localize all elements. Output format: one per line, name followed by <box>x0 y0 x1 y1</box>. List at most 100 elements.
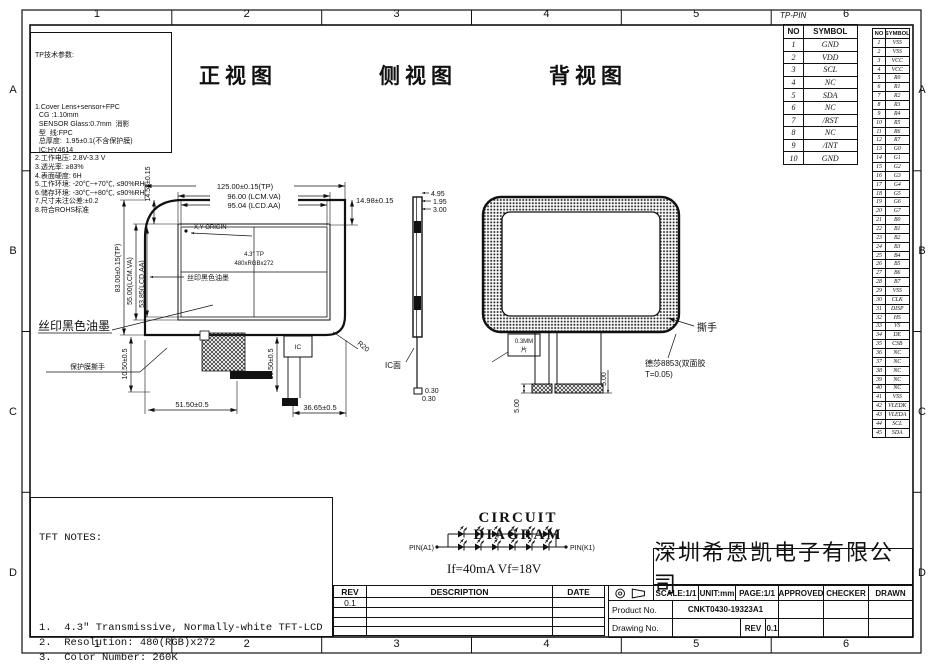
pin-number-cell: 7 <box>784 114 804 128</box>
lcd-pin-header-symbol: SYMBOL <box>886 29 910 39</box>
pin-symbol-cell: G7 <box>886 207 910 217</box>
pin-number-cell: 37 <box>873 357 886 367</box>
tft-notes-title: TFT NOTES: <box>39 532 103 544</box>
pin-symbol-cell: B5 <box>886 260 910 270</box>
circuit-diagram: PIN(A1) PIN(K1) <box>409 526 595 552</box>
pin-symbol-cell: VS <box>886 322 910 332</box>
pin-symbol-cell: SDA <box>886 428 910 438</box>
row-label: B <box>918 245 926 258</box>
pin-symbol-cell: VSS <box>886 287 910 296</box>
pin-number-cell: 11 <box>873 127 886 137</box>
pin-number-cell: 1 <box>873 39 886 48</box>
scale-cell: SCALE:1/1 <box>654 586 699 601</box>
column-label: 2 <box>243 638 250 650</box>
side-dim-2: 1.95 <box>433 199 447 206</box>
pin-symbol-cell: GND <box>804 152 858 165</box>
pin-number-cell: 4 <box>873 65 886 75</box>
row-label: A <box>918 84 926 97</box>
tp-note-line: 5.工作环境: -20℃~+70℃, ≤90%RH <box>35 181 145 189</box>
tp-note-line: 3.透光率: ≥83% <box>35 163 84 171</box>
side-dim-1: 4.95 <box>431 191 445 198</box>
back-dim-1: 5.00 <box>514 399 521 413</box>
description-cell <box>367 598 553 608</box>
pin-number-cell: 39 <box>873 375 886 385</box>
tear-tab-label: 撕手 <box>697 321 717 334</box>
pin-symbol-cell: CLK <box>886 295 910 305</box>
pin-number-cell: 19 <box>873 198 886 208</box>
pin-number-cell: 8 <box>873 101 886 110</box>
pin-symbol-cell: VCC <box>886 65 910 75</box>
pin-number-cell: 45 <box>873 428 886 438</box>
lcd-pin-table: NO SYMBOL 1 VSS 2 VSS 3 VCC 4 VCC 5 R0 6… <box>872 28 910 438</box>
tp-pin-header-no: NO <box>784 25 804 39</box>
pin-number-cell: 43 <box>873 411 886 420</box>
row-label: C <box>9 405 17 418</box>
corner-radius-label: R20 <box>356 340 370 354</box>
panel-size-label: 4.3" TP <box>244 252 264 258</box>
pin-symbol-cell: B6 <box>886 269 910 279</box>
pin-number-cell: 7 <box>873 92 886 102</box>
dim-fpc-left: 51.50±0.5 <box>175 400 208 409</box>
pin-number-cell: 23 <box>873 233 886 243</box>
tape-label-2: T=0.05) <box>645 370 673 379</box>
pin-number-cell: 5 <box>784 89 804 102</box>
pin-symbol-cell: G2 <box>886 163 910 172</box>
circuit-spec: If=40mA Vf=18V <box>447 561 542 576</box>
pin-number-cell: 6 <box>873 83 886 93</box>
pin-number-cell: 12 <box>873 136 886 146</box>
pin-number-cell: 21 <box>873 216 886 226</box>
rev-value: 0.1 <box>334 598 367 608</box>
checker-cell <box>824 601 869 619</box>
pin-symbol-cell: HS <box>886 313 910 323</box>
dim-fpc-height: 10.50±0.5 <box>268 348 275 379</box>
tp-pin-header-symbol: SYMBOL <box>804 25 858 39</box>
pin-symbol-cell: SCL <box>886 419 910 429</box>
rev-label: REV <box>741 619 766 638</box>
tp-note-line: SENSOR Glass:0.7mm 消影 <box>35 120 130 128</box>
row-label: D <box>918 566 926 579</box>
tp-notes-title: TP技术参数: <box>35 52 74 60</box>
pin-symbol-cell: G5 <box>886 189 910 199</box>
ic-box-label: IC <box>295 344 302 351</box>
row-label: C <box>918 405 926 418</box>
pin-number-cell: 15 <box>873 163 886 172</box>
pin-number-cell: 36 <box>873 349 886 358</box>
pin-symbol-cell: VDD <box>804 51 858 65</box>
column-label: 3 <box>393 638 400 650</box>
pin-symbol-cell: SDA <box>804 89 858 102</box>
title-block: SCALE:1/1 UNIT:mm PAGE:1/1 APPROVED CHEC… <box>608 585 913 638</box>
tp-note-line: CG :1.10mm <box>35 112 79 120</box>
projection-symbol-cell <box>609 586 654 601</box>
row-label: B <box>9 245 17 258</box>
approved-header: APPROVED <box>779 586 824 601</box>
column-label: 5 <box>693 8 700 20</box>
dim-tp-height: 83.00±0.15(TP) <box>115 244 122 293</box>
pin-number-cell: 29 <box>873 287 886 296</box>
pin-symbol-cell: VSS <box>886 39 910 48</box>
pin-symbol-cell: R2 <box>886 92 910 102</box>
side-dim-5: 0.30 <box>422 396 436 403</box>
column-label: 2 <box>243 8 250 20</box>
pin-symbol-cell: R0 <box>886 74 910 84</box>
pin-number-cell: 41 <box>873 393 886 403</box>
back-view-title: 背视图 <box>549 64 627 88</box>
side-dim-4: 0.30 <box>425 388 439 395</box>
pin-symbol-cell: NC <box>886 366 910 376</box>
pin-symbol-cell: R5 <box>886 118 910 128</box>
pin-symbol-cell: B3 <box>886 242 910 252</box>
origin-label: X,Y ORIGIN <box>194 225 227 231</box>
pin-symbol-cell: NC <box>804 101 858 115</box>
column-label: 4 <box>543 8 550 20</box>
pin-number-cell: 38 <box>873 366 886 376</box>
pin-number-cell: 18 <box>873 189 886 199</box>
pin-number-cell: 3 <box>873 56 886 66</box>
pin-number-cell: 3 <box>784 64 804 77</box>
pin-symbol-cell: NC <box>886 375 910 385</box>
pin-number-cell: 13 <box>873 145 886 155</box>
pin-symbol-cell: G4 <box>886 180 910 190</box>
product-no-value: CNKT0430-19323A1 <box>673 601 779 619</box>
pin-number-cell: 14 <box>873 154 886 164</box>
dim-right-inset: 14.98±0.15 <box>356 196 393 205</box>
tft-note-line: 3. Color Number: 260K <box>39 652 178 664</box>
